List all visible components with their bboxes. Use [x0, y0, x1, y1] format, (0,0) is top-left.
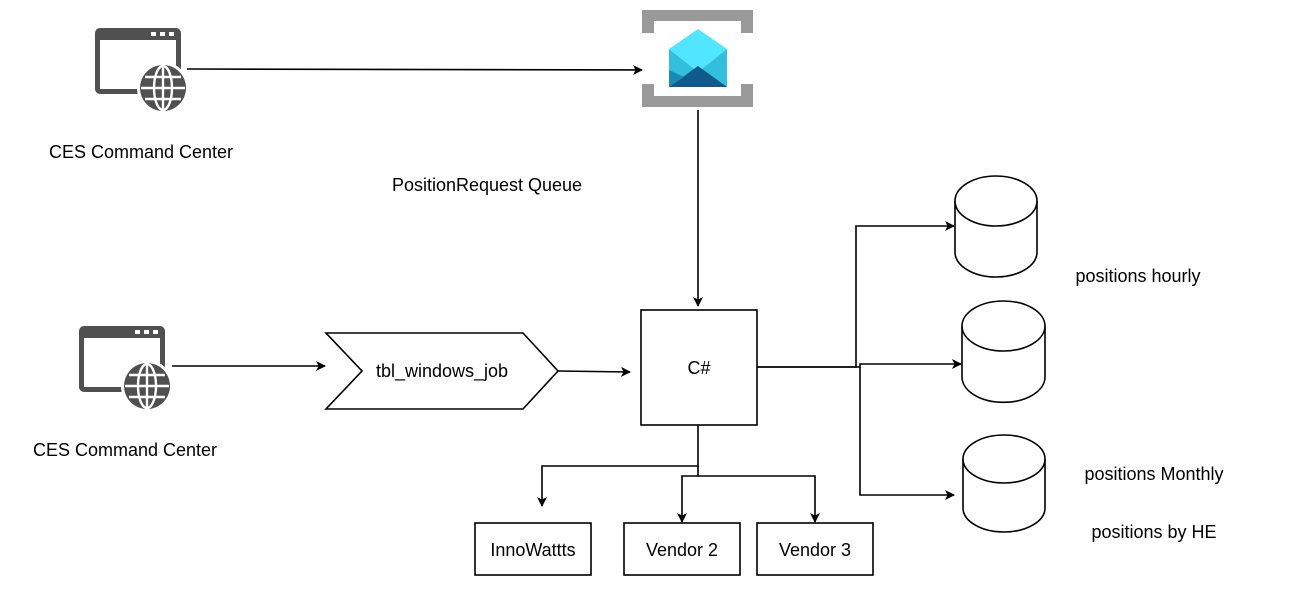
arrow-processor-to-vendor-3	[698, 475, 820, 523]
vendor-2-box: Vendor 2	[623, 522, 741, 576]
database-hourly	[954, 175, 1038, 278]
app-top-label: CES Command Center	[49, 142, 233, 162]
job-shape: tbl_windows_job	[324, 332, 560, 410]
web-app-top: CES Command Center	[49, 26, 233, 162]
database-monthly	[962, 434, 1046, 533]
processor-box: C#	[640, 309, 758, 426]
vendor-3-label: Vendor 3	[779, 540, 851, 560]
vendor-1-label: InnoWattts	[490, 540, 575, 560]
browser-globe-icon	[77, 324, 175, 414]
arrow-processor-to-db-middle	[757, 359, 962, 369]
arrow-processor-to-db-monthly	[859, 367, 955, 500]
arrow-app-to-queue	[186, 64, 643, 75]
arrow-processor-to-db-hourly	[757, 221, 955, 368]
queue-icon	[642, 10, 753, 107]
web-app-bottom: CES Command Center	[33, 324, 217, 460]
queue-label: PositionRequest Queue	[392, 175, 582, 195]
vendor-1-box: InnoWattts	[474, 522, 592, 576]
database-middle	[961, 300, 1046, 404]
arrow-job-to-processor	[557, 366, 631, 377]
arrow-processor-to-vendor-1	[537, 425, 699, 507]
processor-label: C#	[687, 358, 710, 378]
db-monthly-label: positions Monthly	[1084, 464, 1223, 484]
app-bottom-label: CES Command Center	[33, 440, 217, 460]
vendor-3-box: Vendor 3	[756, 522, 874, 576]
arrow-processor-to-vendor-2	[677, 466, 699, 523]
connectors	[172, 64, 962, 523]
browser-globe-icon	[93, 26, 191, 116]
db-by-he-label: positions by HE	[1091, 522, 1216, 542]
db-hourly-label: positions hourly	[1075, 266, 1200, 286]
vendor-2-label: Vendor 2	[646, 540, 718, 560]
job-label: tbl_windows_job	[376, 361, 508, 382]
